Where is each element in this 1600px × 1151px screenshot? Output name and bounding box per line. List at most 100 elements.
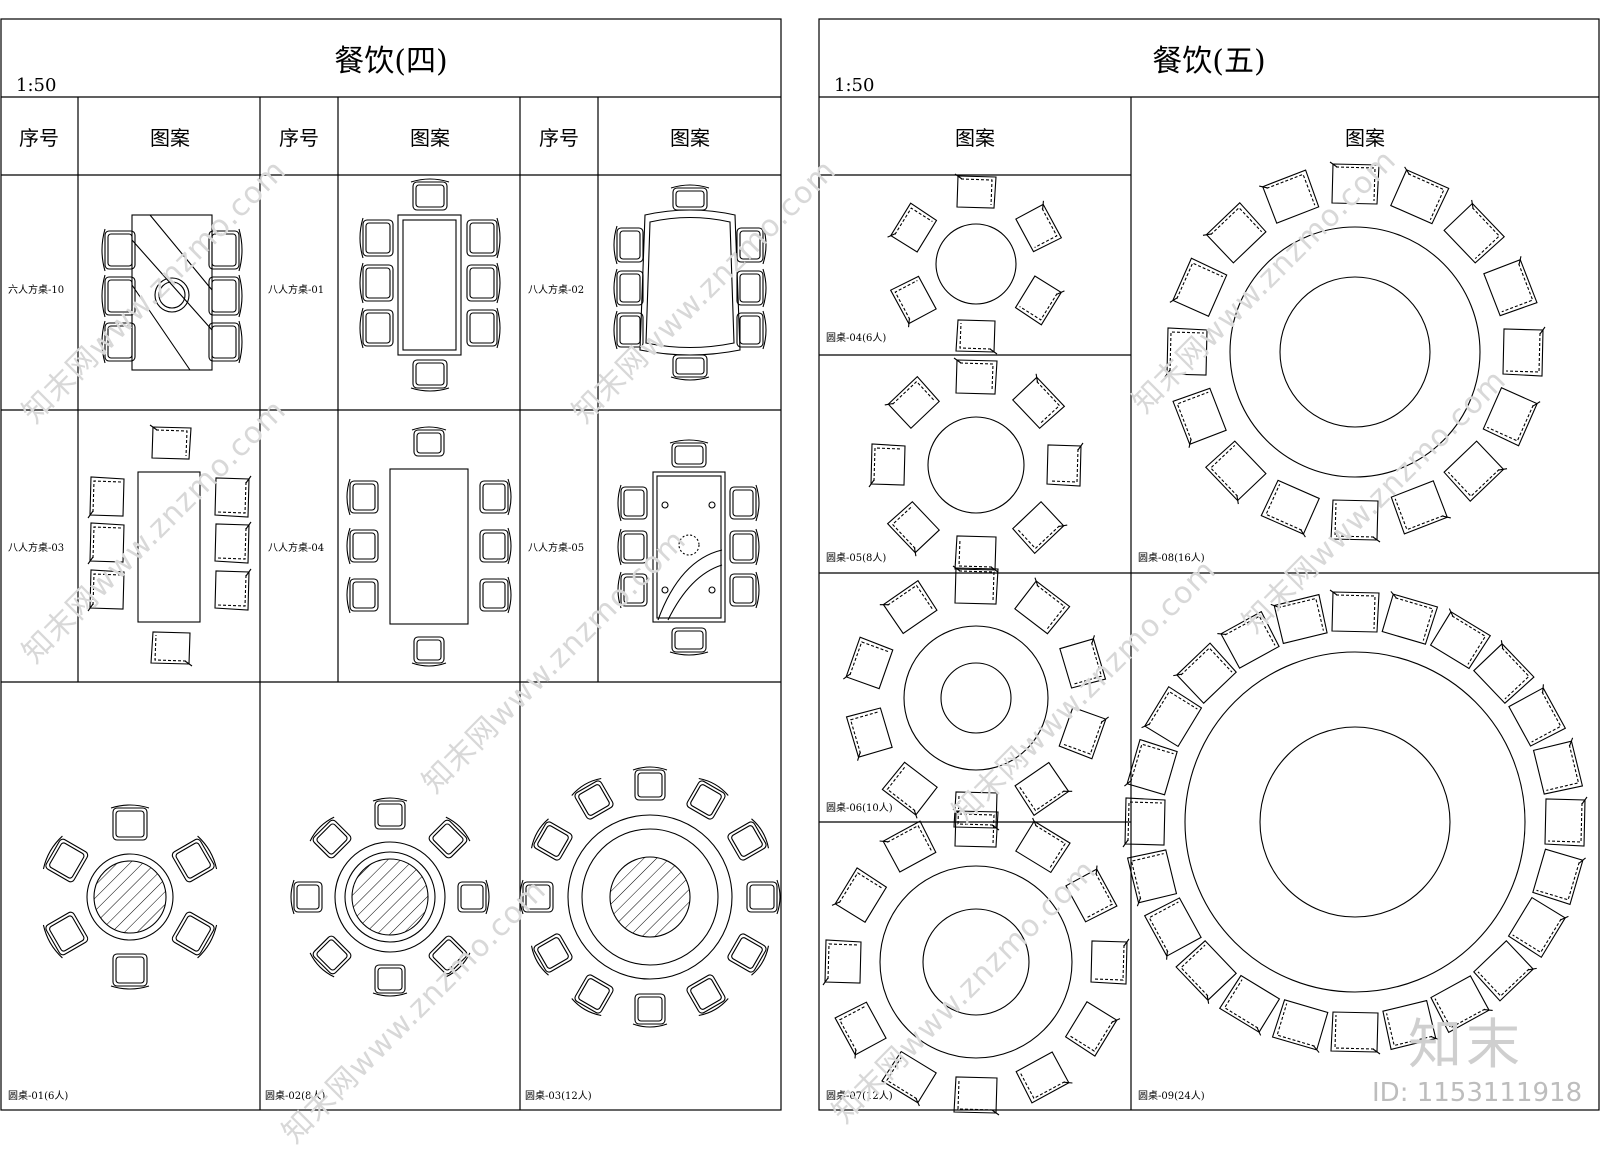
chair-symbol (1532, 848, 1586, 906)
chair-symbol (309, 816, 352, 859)
chair-symbol (884, 375, 940, 430)
label-eight-square-04: 八人方桌-04 (268, 541, 324, 554)
left-scale: 1:50 (16, 75, 56, 96)
chair-symbol (686, 777, 729, 820)
chair-symbol (1173, 642, 1237, 704)
chair-symbol (1330, 1011, 1381, 1055)
right-title: 餐饮(五) (1152, 44, 1265, 79)
chair-symbol (1058, 706, 1109, 760)
chair-symbol (1122, 797, 1166, 848)
chair-symbol (1175, 940, 1237, 1004)
chair-symbol (613, 268, 644, 308)
chair-symbol (101, 228, 136, 272)
chair-symbol (171, 911, 218, 959)
chair-symbol (1502, 326, 1546, 377)
chair-symbol (87, 476, 125, 519)
chair-symbol (954, 535, 999, 573)
rect-table-symbol (137, 471, 201, 623)
chair-symbol (886, 501, 941, 557)
round-table-symbol (935, 223, 1017, 305)
chair-symbol (952, 565, 999, 605)
chair-symbol (171, 835, 218, 883)
chair-symbol (1544, 796, 1588, 847)
chair-symbol (1064, 1001, 1121, 1057)
chair-symbol (845, 707, 893, 761)
chair-symbol (1430, 975, 1493, 1034)
chair-symbol (87, 569, 125, 612)
chair-symbol (889, 275, 937, 328)
label-round-04: 圆桌-04(6人) (826, 331, 886, 344)
chair-symbol (1381, 591, 1439, 645)
chair-symbol (346, 576, 379, 614)
chair-symbol (729, 528, 760, 566)
label-round-05: 圆桌-05(8人) (826, 551, 886, 564)
chair-symbol (727, 818, 770, 861)
chair-symbol (727, 933, 770, 976)
right-scale: 1:50 (834, 75, 874, 96)
chair-symbol (101, 320, 136, 364)
chair-symbol (110, 953, 150, 990)
chair-symbol (822, 939, 862, 986)
chair-symbol (1141, 685, 1203, 748)
round-table-symbol (86, 853, 174, 941)
chair-symbol (1429, 608, 1492, 670)
chair-symbol (1012, 500, 1068, 555)
chair-symbol (1011, 373, 1066, 429)
chair-symbol (214, 475, 252, 518)
chair-symbol (1473, 940, 1537, 1002)
round-table-symbol (879, 865, 1073, 1059)
label-six-square-10: 六人方桌-10 (8, 283, 64, 296)
chair-symbol (359, 307, 394, 349)
left-title: 餐饮(四) (334, 44, 447, 79)
chair-symbol (613, 225, 644, 265)
chair-symbol (1390, 166, 1450, 225)
chair-symbol (1014, 577, 1071, 635)
chair-symbol (1483, 256, 1538, 317)
label-round-07: 圆桌-07(12人) (826, 1089, 893, 1102)
chair-symbol (428, 935, 471, 978)
chair-symbol (843, 636, 894, 690)
chair-symbol (1443, 199, 1505, 264)
header-pattern-right-1: 图案 (955, 126, 995, 150)
chair-symbol (1202, 202, 1267, 264)
header-index-1: 序号 (19, 126, 59, 150)
chair-symbol (1126, 849, 1178, 907)
chair-symbol (372, 797, 408, 830)
header-pattern-2: 图案 (410, 126, 450, 150)
chair-symbol (410, 178, 450, 211)
round-table-symbol (1229, 226, 1481, 478)
chair-symbol (669, 627, 709, 656)
chair-symbol (1014, 761, 1073, 817)
chair-symbol (868, 443, 906, 488)
label-round-06: 圆桌-06(10人) (826, 801, 893, 814)
chair-symbol (1443, 440, 1508, 502)
chair-symbol (1329, 161, 1380, 205)
chair-symbol (479, 478, 512, 516)
chair-symbol (150, 631, 193, 667)
chair-symbol (372, 964, 408, 997)
chair-symbol (953, 1076, 1000, 1116)
chair-symbol (214, 521, 252, 564)
chair-symbol (214, 568, 252, 611)
chair-symbol (632, 766, 668, 801)
chair-symbol (411, 426, 447, 457)
chair-symbol (613, 310, 644, 350)
chair-symbol (879, 820, 937, 873)
chair-symbol (1260, 479, 1320, 538)
rect-table-symbol (652, 471, 726, 623)
chair-symbol (457, 879, 490, 915)
chair-symbol (1532, 737, 1584, 795)
chair-symbol (746, 879, 781, 915)
chair-symbol (87, 522, 125, 565)
round-table-symbol (334, 841, 446, 953)
chair-symbol (42, 835, 89, 883)
chair-symbol (953, 357, 998, 395)
chair-symbol (1330, 499, 1381, 543)
rect-table-symbol (389, 468, 469, 625)
chair-symbol (1217, 610, 1280, 669)
chair-symbol (1271, 999, 1329, 1053)
header-pattern-3: 图案 (670, 126, 710, 150)
chair-symbol (736, 310, 767, 350)
chair-symbol (617, 528, 648, 566)
round-table-symbol (1184, 651, 1526, 993)
